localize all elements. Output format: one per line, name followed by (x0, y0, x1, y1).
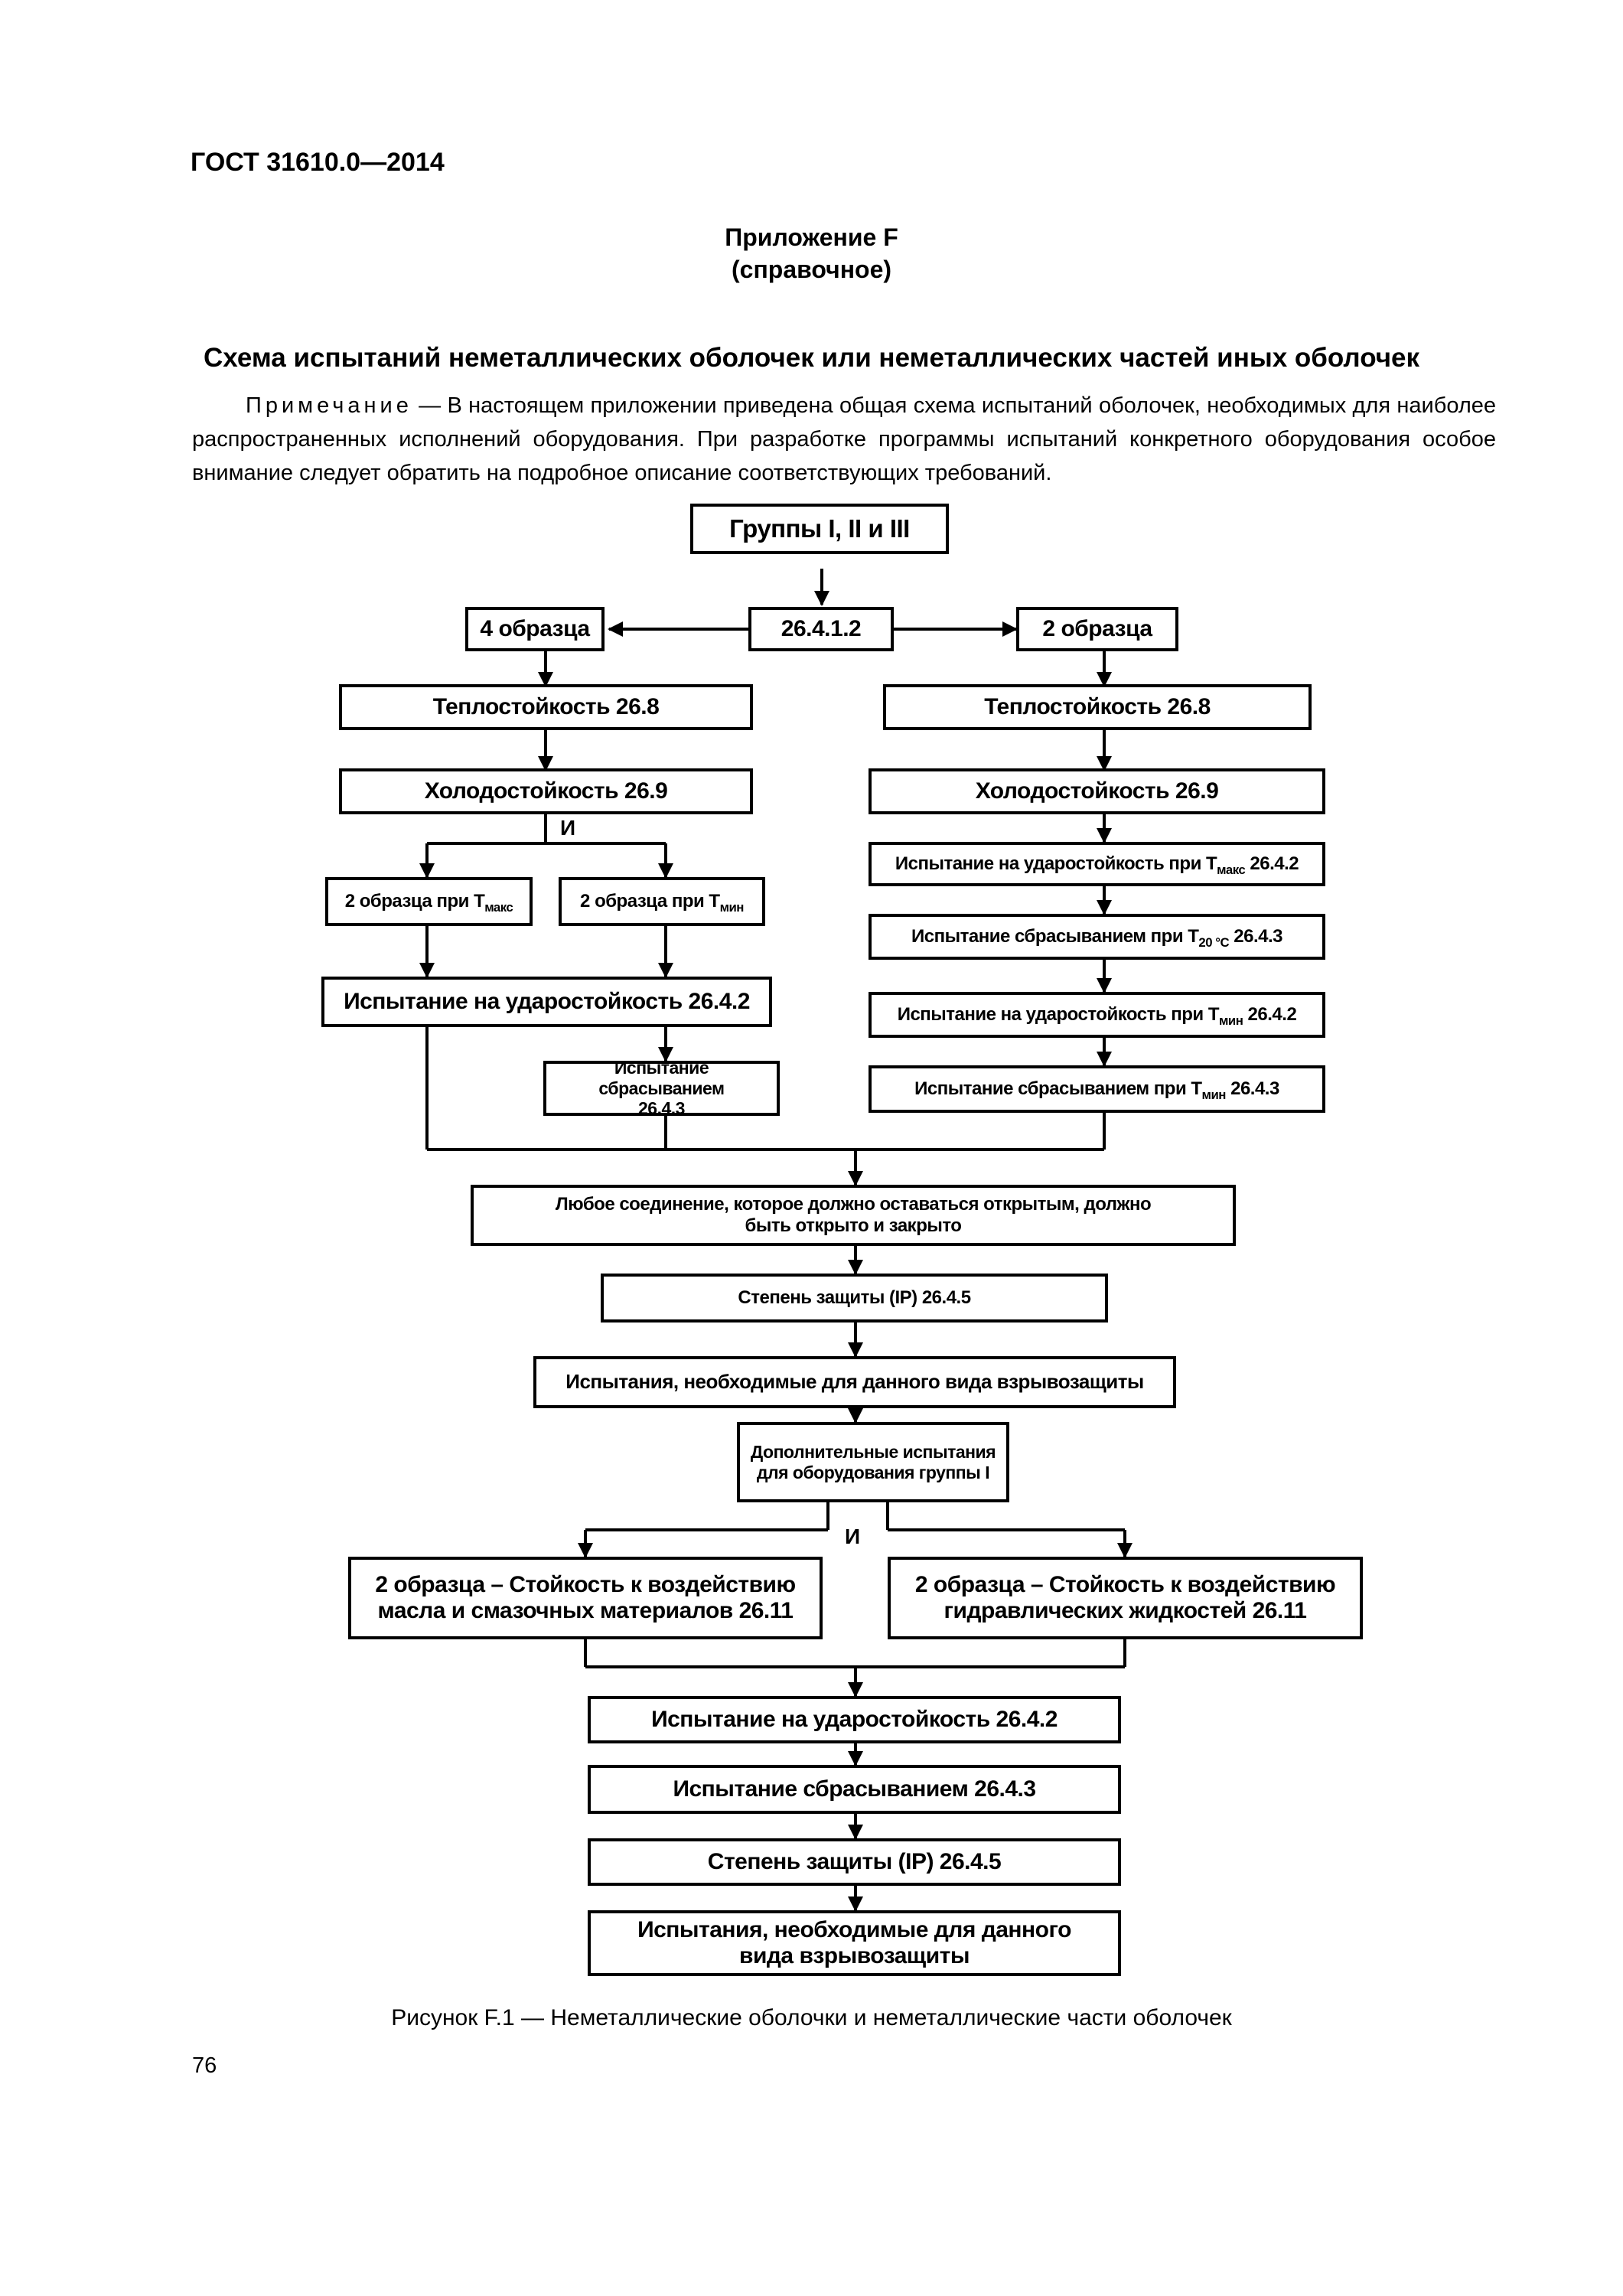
box-left-samples: 4 образца (465, 607, 605, 651)
box-ip-2: Степень защиты (IP) 26.4.5 (588, 1838, 1121, 1886)
box-ip-1: Степень защиты (IP) 26.4.5 (601, 1274, 1108, 1322)
box-right-drop-tmin: Испытание сбрасыванием при Тмин 26.4.3 (869, 1065, 1325, 1113)
box-impact-2: Испытание на ударостойкость 26.4.2 (588, 1696, 1121, 1743)
and-label-2: И (845, 1525, 861, 1548)
box-right-samples: 2 образца (1016, 607, 1178, 651)
box-oil: 2 образца – Стойкость к воздействию масл… (348, 1557, 823, 1639)
box-hydraulic: 2 образца – Стойкость к воздействию гидр… (888, 1557, 1363, 1639)
section-title: Схема испытаний неметаллических оболочек… (203, 343, 1419, 373)
box-heat-left: Теплостойкость 26.8 (339, 684, 753, 730)
note-lead: Примечание (246, 393, 412, 418)
box-groups: Группы I, II и III (690, 504, 949, 554)
document-header: ГОСТ 31610.0—2014 (191, 148, 445, 177)
note-paragraph: Примечание — В настоящем приложении прив… (192, 389, 1496, 490)
note-text: — В настоящем приложении приведена общая… (192, 393, 1496, 485)
box-cold-right: Холодостойкость 26.9 (869, 768, 1325, 814)
box-tmin: 2 образца при Тмин (559, 877, 765, 926)
box-protection-2: Испытания, необходимые для данного вида … (588, 1910, 1121, 1976)
box-impact-left: Испытание на ударостойкость 26.4.2 (321, 977, 772, 1027)
box-protection-1: Испытания, необходимые для данного вида … (533, 1356, 1176, 1408)
box-right-impact-tmin: Испытание на ударостойкость при Тмин 26.… (869, 992, 1325, 1038)
box-group1: Дополнительные испытания для оборудовани… (737, 1422, 1009, 1502)
appendix-subtitle: (справочное) (731, 256, 892, 283)
appendix-title: Приложение F (725, 223, 898, 251)
box-drop-left: Испытание сбрасыванием 26.4.3 (543, 1058, 780, 1118)
box-tmax: 2 образца при Тмакс (325, 877, 533, 926)
and-label-1: И (560, 816, 576, 840)
page-number: 76 (192, 2053, 217, 2078)
box-right-drop-t20: Испытание сбрасыванием при Т20 °С 26.4.3 (869, 914, 1325, 960)
box-open-close: Любое соединение, которое должно остават… (471, 1185, 1236, 1246)
box-clause: 26.4.1.2 (748, 607, 894, 651)
figure-caption: Рисунок F.1 — Неметаллические оболочки и… (391, 2005, 1232, 2030)
box-cold-left: Холодостойкость 26.9 (339, 768, 753, 814)
box-right-impact-tmax: Испытание на ударостойкость при Тмакс 26… (869, 842, 1325, 886)
box-drop-2: Испытание сбрасыванием 26.4.3 (588, 1765, 1121, 1814)
box-heat-right: Теплостойкость 26.8 (883, 684, 1312, 730)
